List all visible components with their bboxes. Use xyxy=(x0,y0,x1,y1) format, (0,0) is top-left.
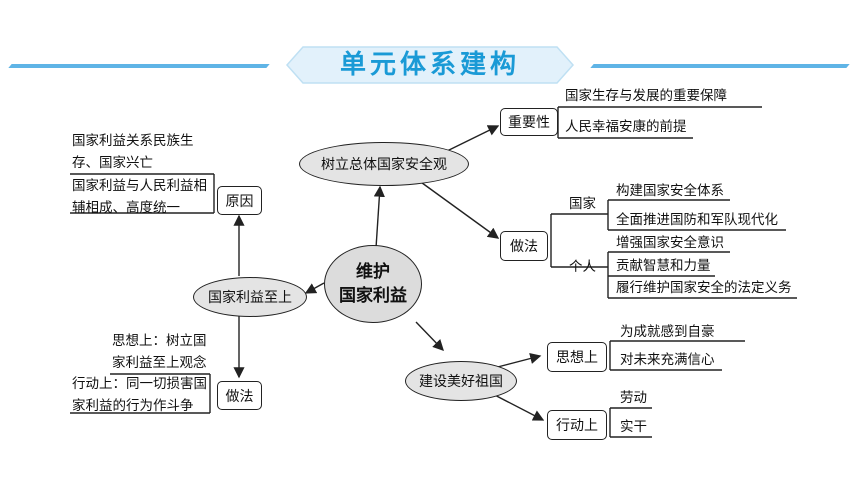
thought-box: 思想上 xyxy=(547,342,607,372)
supreme-practice-box: 做法 xyxy=(217,381,262,410)
banner-title: 单元体系建构 xyxy=(339,50,520,80)
security-node: 树立总体国家安全观 xyxy=(299,142,469,186)
thought-item-2: 对未来充满信心 xyxy=(620,352,715,368)
individual-item-3: 履行维护国家安全的法定义务 xyxy=(616,280,792,296)
importance-item-1: 国家生存与发展的重要保障 xyxy=(565,88,727,104)
supreme-node: 国家利益至上 xyxy=(193,277,307,317)
reason-box: 原因 xyxy=(217,186,262,215)
supreme-practice-item-1: 思想上：树立国家利益至上观念 xyxy=(112,333,207,371)
reason-item-1: 国家利益关系民族生存、国家兴亡 xyxy=(72,133,194,171)
country-label: 国家 xyxy=(569,196,596,212)
thought-item-1: 为成就感到自豪 xyxy=(620,324,715,340)
action-item-2: 实干 xyxy=(620,419,647,435)
individual-item-2: 贡献智慧和力量 xyxy=(616,258,711,274)
banner-shape xyxy=(285,46,575,84)
country-item-2: 全面推进国防和军队现代化 xyxy=(616,212,778,228)
center-line1: 维护 xyxy=(356,262,390,282)
importance-box: 重要性 xyxy=(500,108,558,136)
security-practice-box: 做法 xyxy=(500,231,548,261)
action-box: 行动上 xyxy=(547,410,607,440)
country-item-1: 构建国家安全体系 xyxy=(616,183,724,199)
importance-item-2: 人民幸福安康的前提 xyxy=(565,119,687,135)
center-line2: 国家利益 xyxy=(339,286,407,306)
individual-label: 个人 xyxy=(569,259,596,275)
reason-item-2: 国家利益与人民利益相辅相成、高度统一 xyxy=(72,178,207,216)
banner: 单元体系建构 xyxy=(275,45,585,85)
supreme-practice-item-2: 行动上：同一切损害国家利益的行为作斗争 xyxy=(72,376,207,414)
homeland-node: 建设美好祖国 xyxy=(405,361,517,401)
individual-item-1: 增强国家安全意识 xyxy=(616,235,724,251)
action-item-1: 劳动 xyxy=(620,390,647,406)
center-node: 维护 国家利益 xyxy=(324,245,422,323)
